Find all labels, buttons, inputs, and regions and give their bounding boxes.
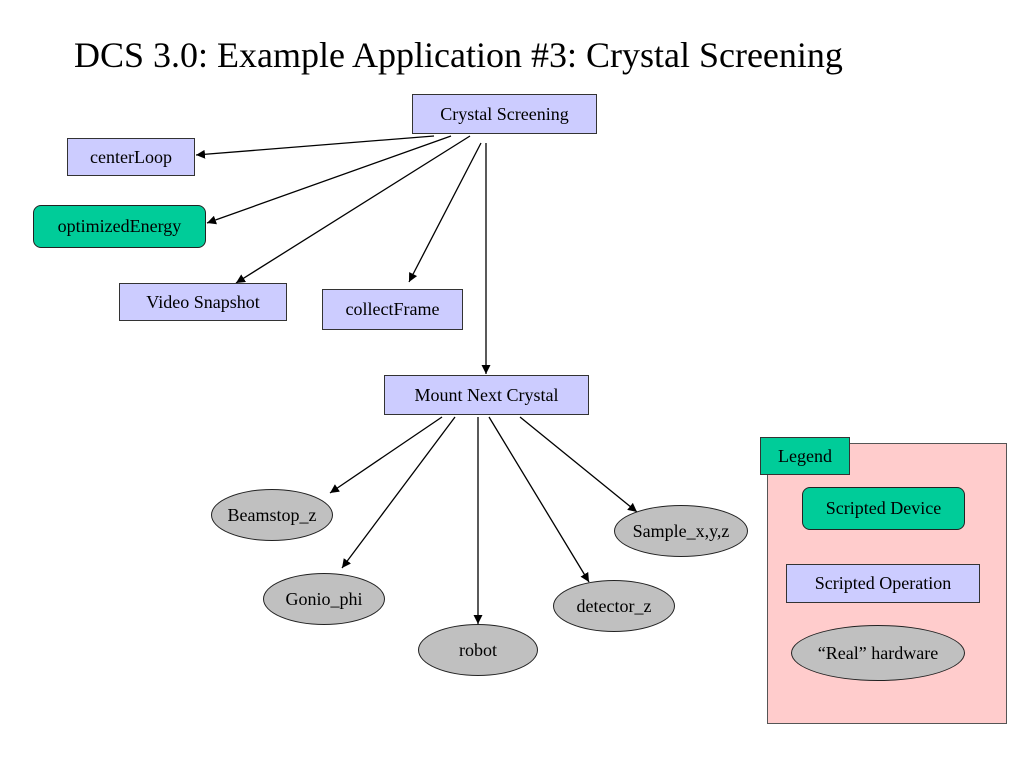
node-centerloop: centerLoop [67, 138, 195, 176]
node-detector-z: detector_z [553, 580, 675, 632]
node-mount-next-crystal: Mount Next Crystal [384, 375, 589, 415]
legend-title: Legend [760, 437, 850, 475]
edge-mount-to-detector [488, 416, 590, 583]
node-sample-xyz: Sample_x,y,z [614, 505, 748, 557]
edge-mount-to-beamstop [329, 416, 443, 494]
edge-crystal-screening-to-video-snapshot [235, 135, 471, 284]
page-title: DCS 3.0: Example Application #3: Crystal… [74, 35, 843, 75]
legend-scripted-device: Scripted Device [802, 487, 965, 530]
edge-crystal-screening-to-centerloop [195, 135, 435, 159]
edge-crystal-screening-to-optimizedenergy [206, 135, 452, 225]
node-beamstop-z: Beamstop_z [211, 489, 333, 541]
node-gonio-phi: Gonio_phi [263, 573, 385, 625]
node-robot: robot [418, 624, 538, 676]
edge-crystal-screening-to-collectframe [408, 142, 482, 283]
node-video-snapshot: Video Snapshot [119, 283, 287, 321]
legend-real-hardware: “Real” hardware [791, 625, 965, 681]
node-optimizedenergy: optimizedEnergy [33, 205, 206, 248]
legend-scripted-operation: Scripted Operation [786, 564, 980, 603]
node-crystal-screening: Crystal Screening [412, 94, 597, 134]
edge-mount-to-gonio [341, 416, 456, 569]
edge-mount-to-sample [519, 416, 638, 513]
node-collectframe: collectFrame [322, 289, 463, 330]
